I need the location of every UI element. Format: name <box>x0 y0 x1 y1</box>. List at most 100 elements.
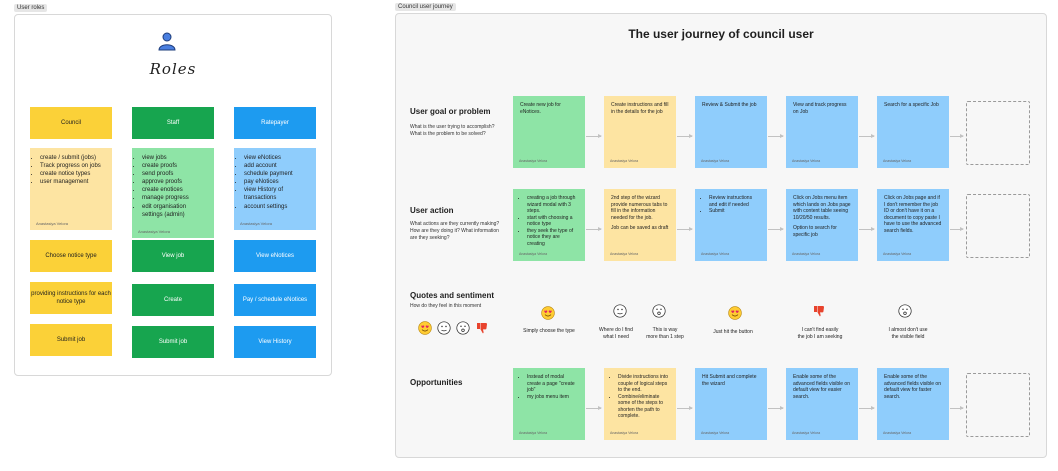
flow-arrow <box>768 134 784 138</box>
sticky-author: Anastasiya Velora <box>883 159 912 164</box>
flow-arrow <box>859 134 875 138</box>
sticky-bullet: Instead of modal create a page "create j… <box>527 374 578 394</box>
sticky-bullet: creating a job through wizard modal with… <box>527 195 578 215</box>
row-sub-action: What actions are they currently making? … <box>410 221 500 241</box>
permission-item: user management <box>40 178 106 186</box>
sticky-author: Anastasiya Velora <box>883 252 912 257</box>
love-face-icon <box>541 306 555 320</box>
role-permissions-staff: view jobs create proofs send proofs appr… <box>132 148 214 238</box>
action-staff-create: Create <box>132 284 214 316</box>
sticky-author: Anastasiya Velora <box>610 431 639 436</box>
sticky-author: Anastasiya Velora <box>240 220 273 226</box>
flow-arrow <box>950 134 964 138</box>
sticky-author: Anastasiya Velora <box>701 252 730 257</box>
flow-arrow <box>950 406 964 410</box>
sticky-bullets: Divide instructions into couple of logic… <box>611 374 669 420</box>
flow-arrow <box>859 406 875 410</box>
action-staff-submit-job: Submit job <box>132 326 214 358</box>
sticky-author: Anastasiya Velora <box>36 220 69 226</box>
empty-placeholder[interactable] <box>966 194 1030 258</box>
role-permissions-council: create / submit (jobs) Track progress on… <box>30 148 112 230</box>
journey-sticky: Instead of modal create a page "create j… <box>513 368 585 440</box>
sticky-text: View and track progress on Job <box>793 102 847 115</box>
frame-tag-council-journey[interactable]: Council user journey <box>395 3 456 11</box>
journey-sticky: Enable some of the advanced fields visib… <box>877 368 949 440</box>
sticky-bullet: start with choosing a notice type <box>527 215 578 228</box>
role-header-ratepayer: Ratepayer <box>234 107 316 139</box>
surprised-face-icon <box>898 304 912 318</box>
flow-arrow <box>859 227 875 231</box>
action-council-submit-job: Submit job <box>30 324 112 356</box>
permission-item: view eNotices <box>244 154 310 162</box>
journey-sticky: Click on Jobs menu item which lands on J… <box>786 189 858 261</box>
user-icon <box>158 32 176 51</box>
sticky-author: Anastasiya Velora <box>519 431 548 436</box>
row-sub-quotes: How do they feel in this moment <box>410 303 482 309</box>
sticky-paragraph: Click on Jobs page and if I don't rememb… <box>884 195 942 234</box>
sticky-bullet: Divide instructions into couple of logic… <box>618 374 669 394</box>
journey-sticky: Divide instructions into couple of logic… <box>604 368 676 440</box>
neutral-face-icon <box>613 304 627 318</box>
sticky-bullets: Instead of modal create a page "create j… <box>520 374 578 400</box>
permission-item: Track progress on jobs <box>40 162 106 170</box>
action-ratepayer-view-enotices: View eNotices <box>234 240 316 272</box>
empty-placeholder[interactable] <box>966 101 1030 165</box>
action-council-instructions: providing instructions for each notice t… <box>30 282 112 314</box>
sentiment-quote: Just hit the button <box>713 329 753 335</box>
permission-item: edit organisation settings (admin) <box>142 203 208 219</box>
permission-item: view History of transactions <box>244 186 310 202</box>
role-header-staff: Staff <box>132 107 214 139</box>
sticky-bullet: Submit <box>709 208 760 215</box>
sticky-paragraph: Click on Jobs menu item which lands on J… <box>793 195 851 221</box>
journey-sticky: Click on Jobs page and if I don't rememb… <box>877 189 949 261</box>
permission-list: view eNotices add account schedule payme… <box>234 148 316 211</box>
flow-arrow <box>768 227 784 231</box>
permission-item: pay eNotices <box>244 178 310 186</box>
empty-placeholder[interactable] <box>966 373 1030 437</box>
flow-arrow <box>586 134 602 138</box>
sticky-author: Anastasiya Velora <box>792 159 821 164</box>
frame-tag-user-roles[interactable]: User roles <box>14 4 48 12</box>
flow-arrow <box>677 227 693 231</box>
sticky-author: Anastasiya Velora <box>519 159 548 164</box>
sentiment-quote: This is way more than 1 step <box>646 327 684 340</box>
sticky-paragraph: Enable some of the advanced fields visib… <box>884 374 941 400</box>
permission-list: view jobs create proofs send proofs appr… <box>132 148 214 219</box>
flow-arrow <box>950 227 964 231</box>
flow-arrow <box>768 406 784 410</box>
journey-sticky: 2nd step of the wizard provide numerous … <box>604 189 676 261</box>
sticky-paragraph: 2nd step of the wizard provide numerous … <box>611 195 668 221</box>
sticky-text: Create new job for eNotices. <box>520 102 561 115</box>
journey-sticky: Review instructions and edit if neededSu… <box>695 189 767 261</box>
love-face-icon <box>728 306 742 320</box>
permission-list: create / submit (jobs) Track progress on… <box>30 148 112 186</box>
thumbs-down-face-icon <box>477 323 487 334</box>
permission-item: add account <box>244 162 310 170</box>
sticky-text: Review & Submit the job <box>702 102 757 108</box>
sticky-text: Search for a specific Job <box>884 102 939 108</box>
permission-item: manage progress <box>142 194 208 202</box>
flow-arrow <box>586 406 602 410</box>
flow-arrow <box>677 406 693 410</box>
row-heading-opportunities: Opportunities <box>410 378 463 387</box>
sticky-paragraph: Hit Submit and complete the wizard <box>702 374 757 387</box>
permission-item: view jobs <box>142 154 208 162</box>
thumbs-down-face-icon <box>814 306 824 317</box>
flow-arrow <box>586 227 602 231</box>
permission-item: create enotices <box>142 186 208 194</box>
sticky-author: Anastasiya Velora <box>883 431 912 436</box>
journey-sticky: creating a job through wizard modal with… <box>513 189 585 261</box>
sticky-paragraph: Option to search for specific job <box>793 225 837 238</box>
sentiment-quote: I almost don't use the visible field <box>888 327 928 340</box>
journey-sticky: Enable some of the advanced fields visib… <box>786 368 858 440</box>
role-header-council: Council <box>30 107 112 139</box>
journey-title: The user journey of council user <box>628 27 814 41</box>
row-heading-action: User action <box>410 206 454 215</box>
love-face-icon <box>418 321 432 335</box>
sticky-author: Anastasiya Velora <box>519 252 548 257</box>
role-permissions-ratepayer: view eNotices add account schedule payme… <box>234 148 316 230</box>
action-ratepayer-pay: Pay / schedule eNotices <box>234 284 316 316</box>
sticky-author: Anastasiya Velora <box>138 228 171 234</box>
